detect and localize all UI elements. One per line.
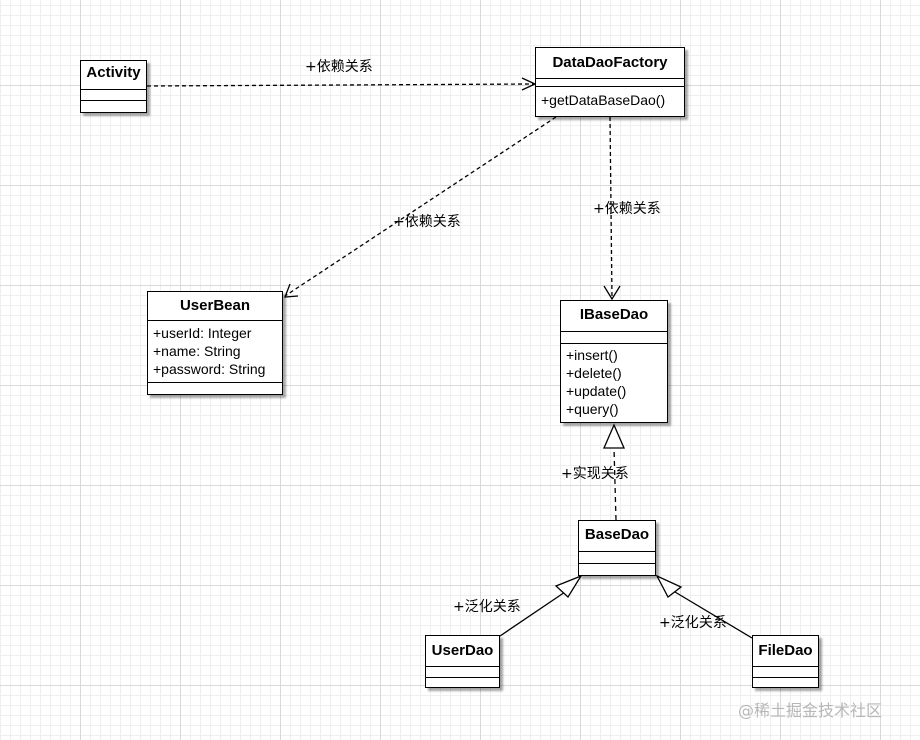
method-item: +update()	[566, 383, 627, 399]
method-item: +insert()	[566, 347, 618, 363]
methods-section	[579, 563, 655, 575]
label-generalization-filedao: +泛化关系	[659, 615, 727, 631]
class-userdao[interactable]: UserDao	[425, 635, 500, 688]
class-basedao[interactable]: BaseDao	[578, 520, 656, 576]
edge-datadaofactory-to-userbean	[284, 116, 557, 298]
method-item: +getDataBaseDao()	[541, 92, 666, 108]
methods-section: +insert() +delete() +update() +query()	[561, 343, 667, 422]
class-userbean[interactable]: UserBean +userId: Integer +name: String …	[147, 291, 283, 395]
methods-section: +getDataBaseDao()	[536, 86, 684, 116]
label-generalization-userdao: +泛化关系	[453, 599, 521, 615]
class-title: UserBean	[179, 297, 251, 314]
watermark: @稀土掘金技术社区	[738, 701, 883, 720]
edge-datadaofactory-to-ibasedao	[603, 116, 621, 301]
class-title: Activity	[86, 64, 141, 81]
class-datadaofactory[interactable]: DataDaoFactory +getDataBaseDao()	[535, 47, 685, 117]
class-title: UserDao	[431, 642, 494, 659]
label-dependency-factory-userbean: +依赖关系	[393, 214, 461, 230]
method-item: +query()	[566, 401, 619, 417]
label-dependency-activity-factory: +依赖关系	[305, 59, 373, 75]
methods-section	[426, 677, 499, 687]
class-filedao[interactable]: FileDao	[752, 635, 819, 688]
attributes-section	[426, 666, 499, 677]
class-title: FileDao	[758, 642, 813, 659]
edge-basedao-to-ibasedao	[603, 423, 625, 521]
attribute-item: +userId: Integer	[153, 325, 252, 341]
edge-filedao-to-basedao	[655, 574, 753, 639]
methods-section	[148, 382, 282, 394]
attributes-section	[753, 666, 818, 677]
attributes-section	[579, 551, 655, 563]
class-title: DataDaoFactory	[552, 54, 668, 71]
methods-section	[753, 677, 818, 687]
attribute-item: +password: String	[153, 361, 266, 377]
class-ibasedao[interactable]: IBaseDao +insert() +delete() +update() +…	[560, 300, 668, 423]
attribute-item: +name: String	[153, 343, 241, 359]
label-dependency-factory-ibasedao: +依赖关系	[593, 201, 661, 217]
edge-activity-to-datadaofactory	[146, 77, 537, 91]
class-title: IBaseDao	[579, 306, 649, 323]
edge-userdao-to-basedao	[499, 574, 583, 637]
class-activity[interactable]: Activity	[80, 60, 147, 113]
method-item: +delete()	[566, 365, 622, 381]
label-realization-basedao-ibasedao: +实现关系	[561, 466, 629, 482]
attributes-section	[81, 89, 146, 100]
attributes-section	[561, 331, 667, 343]
methods-section	[81, 100, 146, 112]
attributes-section: +userId: Integer +name: String +password…	[148, 320, 282, 382]
attributes-section	[536, 78, 684, 86]
class-title: BaseDao	[584, 526, 650, 543]
